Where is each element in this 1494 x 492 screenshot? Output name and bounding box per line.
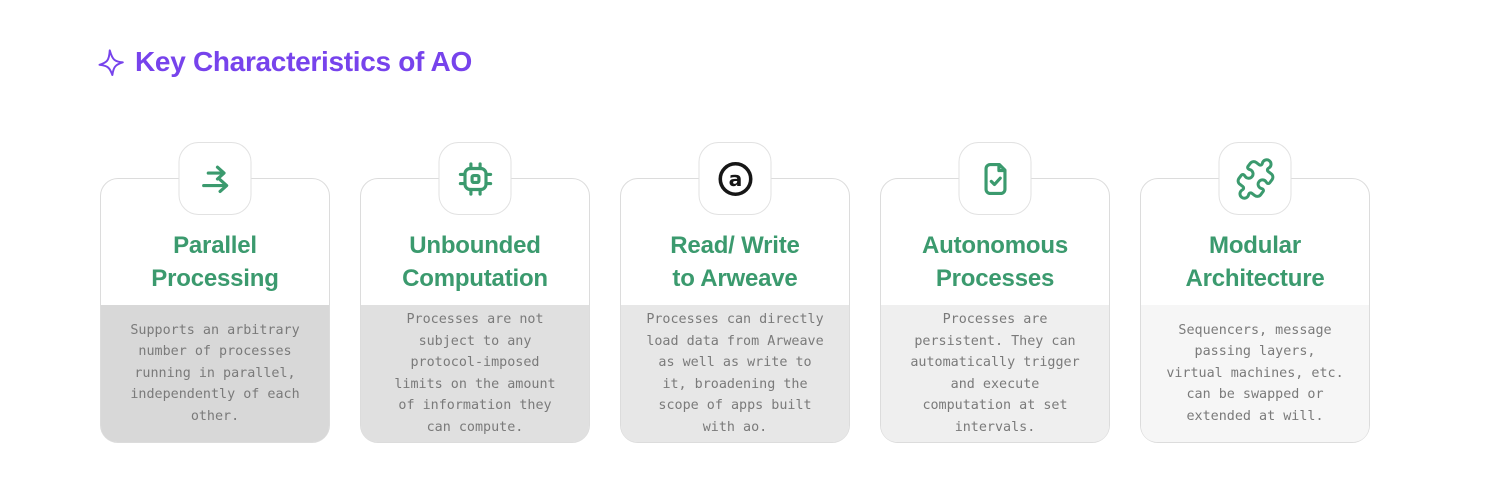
card-description: Processes are not subject to any protoco… (394, 312, 556, 435)
cpu-chip-icon (458, 161, 492, 196)
card-description: Processes are persistent. They can autom… (910, 312, 1080, 435)
card-icon-badge (958, 142, 1032, 215)
card-unbounded-computation: Unbounded Computation Processes are not … (360, 142, 590, 443)
card-description: Sequencers, message passing layers, virt… (1166, 322, 1344, 424)
card-description-panel: Processes are not subject to any protoco… (361, 305, 589, 442)
arweave-logo-icon: a (718, 161, 752, 196)
card-autonomous-processes: Autonomous Processes Processes are persi… (880, 142, 1110, 443)
card-title: Parallel Processing (151, 232, 279, 292)
card-modular-architecture: Modular Architecture Sequencers, message… (1140, 142, 1370, 443)
card-title: Autonomous Processes (922, 232, 1068, 292)
sparkle-icon (98, 49, 124, 77)
svg-text:a: a (728, 167, 742, 191)
card-read-write-arweave: a Read/ Write to Arweave Processes can d… (620, 142, 850, 443)
cards-row: Parallel Processing Supports an arbitrar… (100, 142, 1370, 443)
card-parallel-processing: Parallel Processing Supports an arbitrar… (100, 142, 330, 443)
card-icon-badge: a (698, 142, 772, 215)
document-check-icon (983, 162, 1007, 195)
puzzle-piece-icon (1236, 157, 1274, 200)
page-header: Key Characteristics of AO (96, 46, 472, 78)
card-description-panel: Supports an arbitrary number of processe… (101, 305, 329, 442)
card-icon-badge (438, 142, 512, 215)
card-description-panel: Processes are persistent. They can autom… (881, 305, 1109, 442)
card-description: Supports an arbitrary number of processe… (130, 322, 300, 424)
double-arrow-right-icon (201, 165, 228, 193)
card-description: Processes can directly load data from Ar… (646, 312, 824, 435)
page-title: Key Characteristics of AO (135, 46, 472, 77)
card-description-panel: Processes can directly load data from Ar… (621, 305, 849, 442)
card-title: Unbounded Computation (402, 232, 548, 292)
card-title: Modular Architecture (1185, 232, 1325, 292)
card-title: Read/ Write to Arweave (670, 232, 800, 292)
card-description-panel: Sequencers, message passing layers, virt… (1141, 305, 1369, 442)
card-icon-badge (178, 142, 252, 215)
card-icon-badge (1218, 142, 1292, 215)
